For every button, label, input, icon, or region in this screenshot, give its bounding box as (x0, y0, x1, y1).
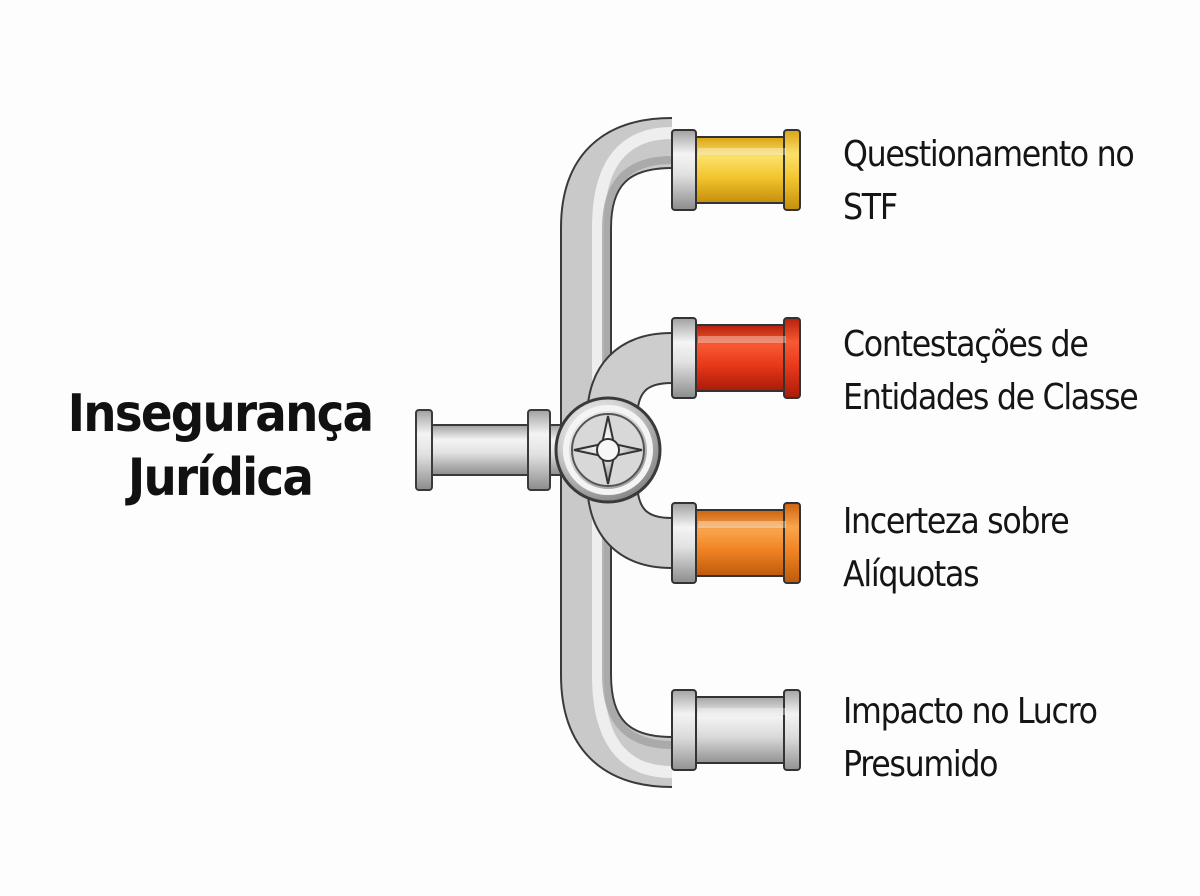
branch-label-2-line-2: Entidades de Classe (843, 377, 1139, 418)
branch-label-4-line-2: Presumido (843, 744, 999, 785)
branch-couplings (671, 129, 801, 771)
branch-label-2-line-1: Contestações de (843, 324, 1089, 365)
branch-coupling-4 (671, 689, 801, 771)
inlet-pipe-collar (527, 409, 551, 491)
branch-label-3-line-1: Incerteza sobre (843, 501, 1070, 542)
branch-label-1-line-1: Questionamento no (843, 134, 1135, 175)
branch-coupling-1 (671, 129, 801, 211)
main-title: Insegurança Jurídica (49, 382, 391, 510)
inlet-pipe-flange (415, 409, 433, 491)
main-title-line-1: Insegurança (67, 384, 374, 444)
branch-label-1-line-2: STF (843, 187, 898, 228)
main-pipe-shadow (602, 156, 673, 749)
branch-label-3-line-2: Alíquotas (843, 554, 980, 595)
main-title-line-2: Jurídica (127, 448, 314, 508)
branch-label-2: Contestações de Entidades de Classe (843, 318, 1139, 424)
branch-label-1: Questionamento no STF (843, 128, 1135, 234)
branch-coupling-3 (671, 502, 801, 584)
valve-icon (554, 396, 662, 504)
branch-coupling-2 (671, 317, 801, 399)
branch-label-4-line-1: Impacto no Lucro (843, 691, 1098, 732)
